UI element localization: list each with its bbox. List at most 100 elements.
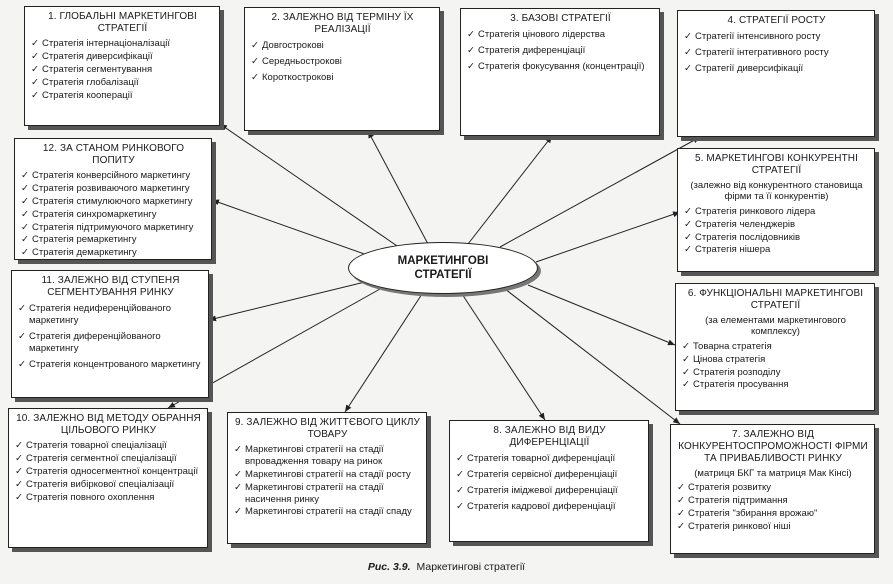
box-functional-strategies: 6. ФУНКЦІОНАЛЬНІ МАРКЕТИНГОВІ СТРАТЕГІЇ … — [675, 283, 875, 411]
check-icon: ✓ — [21, 195, 29, 207]
list-item: ✓Стратегія ринкового лідера — [684, 206, 869, 218]
box-item-list: ✓Стратегія недиференційованого маркетинг… — [18, 303, 203, 370]
list-item: ✓Цінова стратегія — [682, 354, 869, 366]
connector-arrow — [535, 211, 681, 263]
box-target-market-strategies: 10. ЗАЛЕЖНО ВІД МЕТОДУ ОБРАННЯ ЦІЛЬОВОГО… — [8, 408, 208, 548]
list-item: ✓Стратегія кадрової диференціації — [456, 501, 643, 513]
box-title: 3. БАЗОВІ СТРАТЕГІЇ — [510, 13, 611, 24]
list-item: ✓Стратегія підтримуючого маркетингу — [21, 222, 206, 234]
list-item: ✓Стратегія розподілу — [682, 367, 869, 379]
list-item: ✓Стратегії інтегративного росту — [684, 47, 869, 59]
list-item-text: Стратегія концентрованого маркетингу — [29, 358, 201, 370]
list-item: ✓Товарна стратегія — [682, 341, 869, 353]
box-item-list: ✓Стратегія товарної спеціалізації✓Страте… — [15, 440, 202, 503]
check-icon: ✓ — [21, 182, 29, 194]
box-item-list: ✓Довгострокові✓Середньострокові✓Короткос… — [251, 40, 434, 84]
list-item-text: Стратегія сегментування — [42, 63, 153, 75]
connector-arrow — [208, 281, 366, 322]
list-item: ✓Стратегія послідовників — [684, 232, 869, 244]
box-subtitle: (залежно від конкурентного становища фір… — [690, 180, 863, 203]
list-item-text: Стратегія цінового лідерства — [478, 29, 606, 40]
list-item: ✓Стратегія фокусування (концентрації) — [467, 61, 654, 73]
box-title: 8. ЗАЛЕЖНО ВІД ВИДУ ДИФЕРЕНЦІАЦІЇ — [493, 425, 606, 448]
list-item-text: Стратегія сервісної диференціації — [467, 468, 618, 480]
list-item: ✓Стратегія "збирання врожаю" — [677, 508, 869, 520]
list-item: ✓Стратегія іміджевої диференціації — [456, 485, 643, 497]
figure-caption-text: Маркетингові стратегії — [416, 561, 526, 573]
check-icon: ✓ — [21, 234, 29, 246]
box-item-list: ✓Стратегія розвитку✓Стратегія підтриманн… — [677, 482, 869, 533]
check-icon: ✓ — [456, 453, 464, 464]
box-item-list: ✓Стратегія цінового лідерства ✓Стратегія … — [467, 29, 654, 73]
list-item-text: Стратегія вибіркової спеціалізації — [26, 478, 175, 490]
check-icon: ✓ — [18, 330, 26, 342]
check-icon: ✓ — [251, 55, 259, 67]
check-icon: ✓ — [456, 484, 464, 496]
box-title: 1. ГЛОБАЛЬНІ МАРКЕТИНГОВІ СТРАТЕГІЇ — [48, 11, 197, 34]
list-item: ✓Середньострокові — [251, 56, 434, 68]
list-item-text: Маркетингові стратегії на стадії росту — [245, 468, 411, 480]
connector-arrow — [219, 123, 401, 249]
list-item-text: Стратегія ремаркетингу — [32, 234, 137, 246]
check-icon: ✓ — [15, 452, 23, 464]
check-icon: ✓ — [234, 481, 242, 493]
list-item-text: Стратегія кадрової диференціації — [467, 500, 616, 512]
check-icon: ✓ — [21, 170, 29, 181]
list-item-text: Стратегія челенджерів — [695, 218, 796, 230]
check-icon: ✓ — [15, 465, 23, 477]
list-item: ✓Стратегія сервісної диференціації — [456, 469, 643, 481]
box-lifecycle-strategies: 9. ЗАЛЕЖНО ВІД ЖИТТЄВОГО ЦИКЛУ ТОВАРУ ✓М… — [227, 412, 427, 544]
check-icon: ✓ — [18, 358, 26, 370]
check-icon: ✓ — [684, 62, 692, 74]
list-item: ✓Стратегія диференційованого маркетингу — [18, 331, 203, 355]
check-icon: ✓ — [677, 521, 685, 533]
check-icon: ✓ — [467, 29, 475, 40]
list-item-text: Стратегія товарної спеціалізації — [26, 440, 167, 451]
list-item-text: Маркетингові стратегії на стадії насичен… — [245, 481, 384, 505]
check-icon: ✓ — [456, 500, 464, 512]
box-growth-strategies: 4. СТРАТЕГІЇ РОСТУ ✓Стратегії інтенсивно… — [677, 10, 875, 137]
box-subtitle: (за елементами маркетингового комплексу) — [705, 315, 846, 338]
check-icon: ✓ — [677, 508, 685, 520]
list-item: ✓Стратегія сегментування — [31, 64, 214, 76]
box-segmentation-strategies: 11. ЗАЛЕЖНО ВІД СТУПЕНЯ СЕГМЕНТУВАННЯ РИ… — [11, 270, 209, 398]
connector-arrow — [467, 135, 553, 245]
box-item-list: ✓Маркетингові стратегії на стадії впрова… — [234, 444, 421, 518]
list-item: ✓Стратегія ремаркетингу — [21, 234, 206, 246]
check-icon: ✓ — [684, 205, 692, 217]
list-item: ✓Стратегія просування — [682, 379, 869, 391]
list-item: ✓Маркетингові стратегії на стадії росту — [234, 469, 421, 481]
list-item-text: Стратегія односегментної концентрації — [26, 465, 199, 477]
list-item: ✓Стратегія кооперації — [31, 90, 214, 102]
connector-arrow — [211, 199, 371, 257]
check-icon: ✓ — [31, 50, 39, 62]
box-item-list: ✓Товарна стратегія✓Цінова стратегія✓Стра… — [682, 341, 869, 392]
list-item: ✓Маркетингові стратегії на стадії насиче… — [234, 482, 421, 506]
box-title: 10. ЗАЛЕЖНО ВІД МЕТОДУ ОБРАННЯ ЦІЛЬОВОГО… — [16, 413, 201, 436]
list-item-text: Стратегія інтернаціоналізації — [42, 38, 171, 49]
check-icon: ✓ — [31, 63, 39, 75]
check-icon: ✓ — [677, 482, 685, 494]
box-title: 2. ЗАЛЕЖНО ВІД ТЕРМІНУ ЇХ РЕАЛІЗАЦІЇ — [271, 12, 414, 35]
list-item-text: Цінова стратегія — [693, 353, 766, 365]
list-item: ✓Стратегія недиференційованого маркетинг… — [18, 303, 203, 327]
check-icon: ✓ — [21, 208, 29, 220]
box-global-strategies: 1. ГЛОБАЛЬНІ МАРКЕТИНГОВІ СТРАТЕГІЇ ✓Стр… — [24, 6, 220, 126]
list-item: ✓Стратегія сегментної спеціалізації — [15, 453, 202, 465]
box-title: 11. ЗАЛЕЖНО ВІД СТУПЕНЯ СЕГМЕНТУВАННЯ РИ… — [41, 275, 180, 298]
box-title: 9. ЗАЛЕЖНО ВІД ЖИТТЄВОГО ЦИКЛУ ТОВАРУ — [235, 417, 420, 440]
list-item: ✓Стратегія нішера — [684, 244, 869, 256]
list-item: ✓Стратегії диверсифікації — [684, 63, 869, 75]
list-item-text: Стратегія "збирання врожаю" — [688, 508, 818, 520]
box-title: 6. ФУНКЦІОНАЛЬНІ МАРКЕТИНГОВІ СТРАТЕГІЇ — [687, 288, 864, 311]
box-basic-strategies: 3. БАЗОВІ СТРАТЕГІЇ ✓Стратегія цінового … — [460, 8, 660, 136]
list-item-text: Стратегія ринкового лідера — [695, 205, 816, 217]
check-icon: ✓ — [21, 247, 29, 259]
box-item-list: ✓Стратегія товарної диференціації✓Страте… — [456, 453, 643, 513]
list-item-text: Стратегія глобалізації — [42, 76, 139, 88]
list-item-text: Стратегія підтримання — [688, 495, 788, 507]
check-icon: ✓ — [467, 44, 475, 56]
list-item: ✓Стратегія повного охоплення — [15, 492, 202, 504]
check-icon: ✓ — [15, 478, 23, 490]
